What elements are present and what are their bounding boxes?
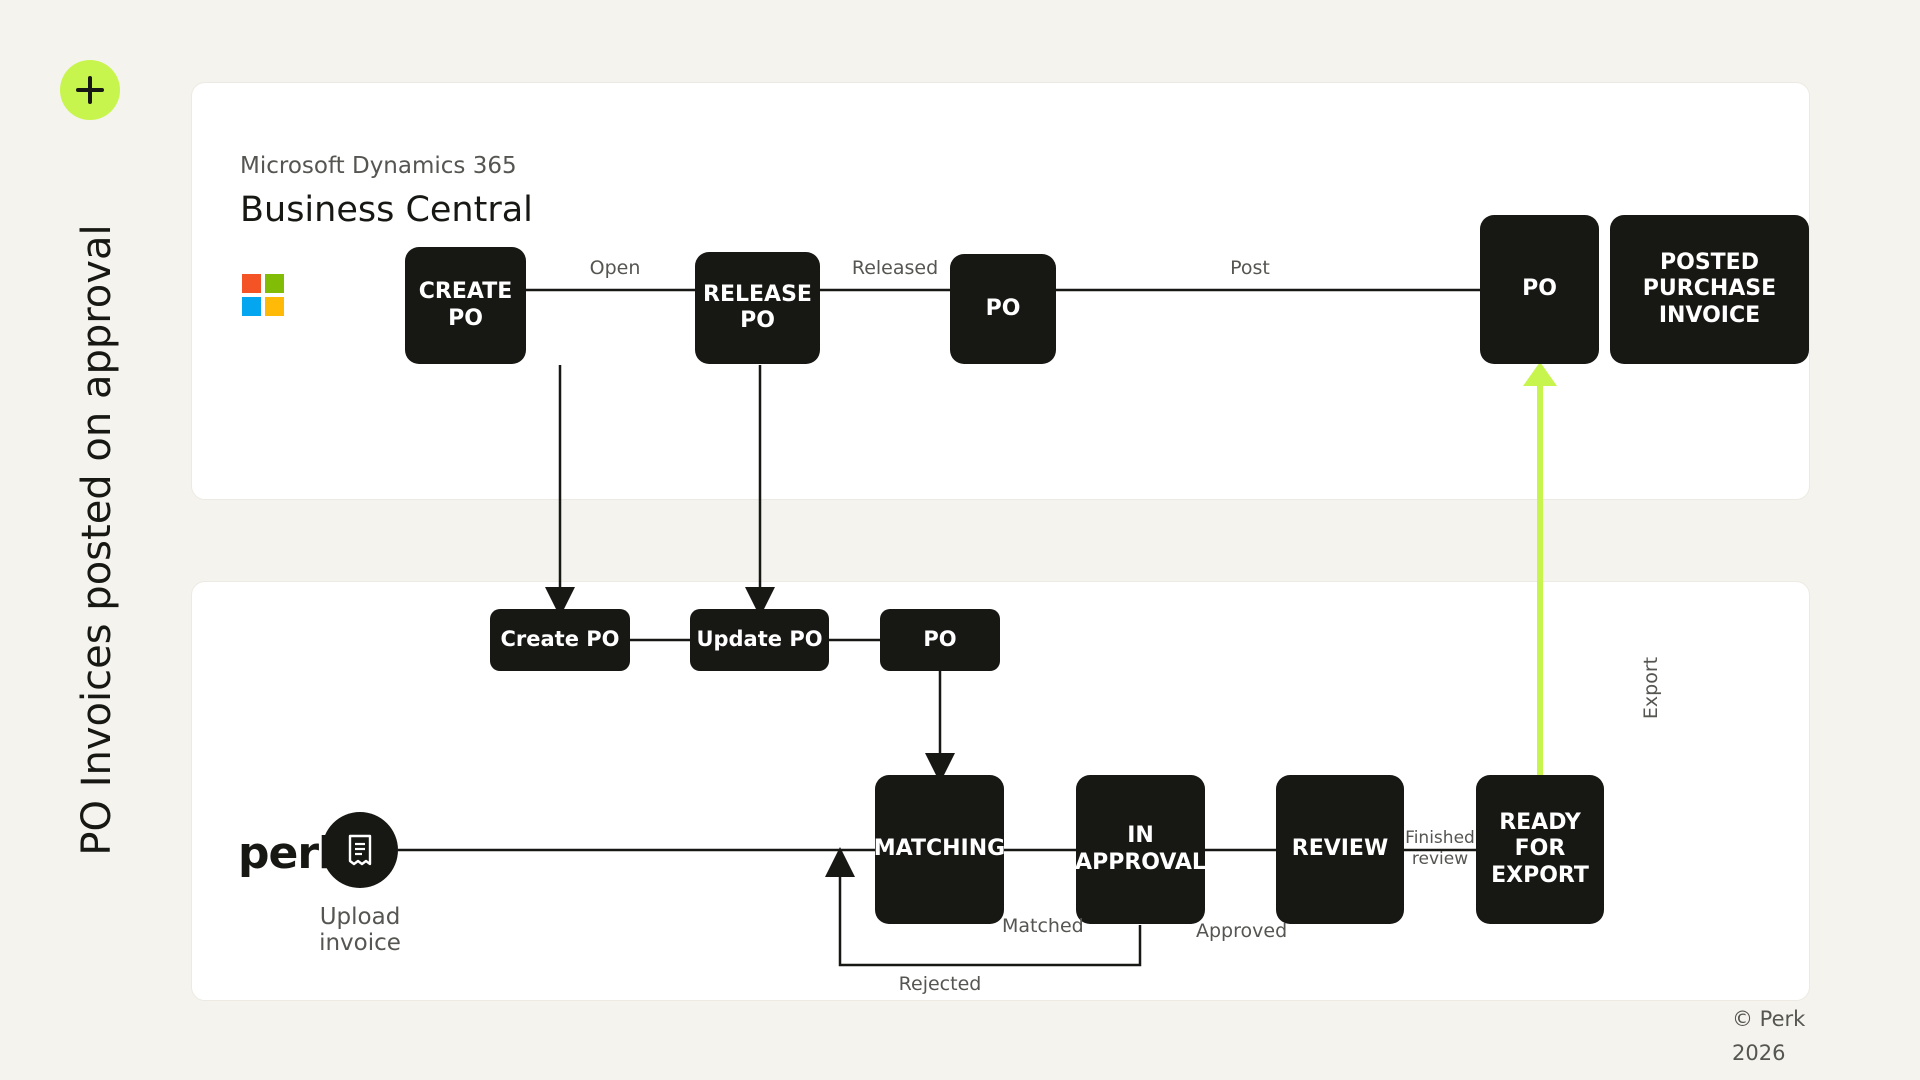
- edge-label-approved: Approved: [1196, 920, 1288, 942]
- upload-invoice-label: Upload invoice: [319, 904, 401, 957]
- edge-label-rejected: Rejected: [898, 973, 982, 995]
- po-final-node[interactable]: PO: [1480, 215, 1599, 364]
- perk-po-node[interactable]: PO: [880, 609, 1000, 671]
- add-button[interactable]: [60, 60, 120, 120]
- po-node[interactable]: PO: [950, 254, 1056, 364]
- bc-subtitle: Microsoft Dynamics 365: [240, 153, 517, 179]
- edge-label-released: Released: [851, 257, 939, 279]
- in-approval-node[interactable]: IN APPROVAL: [1075, 775, 1206, 924]
- bc-title: Business Central: [240, 190, 533, 230]
- upload-invoice-button[interactable]: [322, 812, 398, 888]
- edge-label-post: Post: [1230, 257, 1270, 279]
- create-po-node[interactable]: CREATE PO: [405, 247, 526, 364]
- matching-node[interactable]: MATCHING: [874, 775, 1005, 924]
- receipt-icon: [348, 834, 372, 866]
- copyright: © Perk 2026: [1732, 1007, 1806, 1065]
- release-po-node[interactable]: RELEASE PO: [695, 252, 820, 364]
- edge-label-matched: Matched: [1002, 915, 1084, 937]
- edge-label-open: Open: [589, 257, 641, 279]
- perk-update-po-node[interactable]: Update PO: [690, 609, 829, 671]
- edge-label-finished-review: Finished review: [1405, 828, 1475, 870]
- edge-label-export: Export: [1640, 656, 1663, 720]
- ready-for-export-node[interactable]: READY FOR EXPORT: [1476, 775, 1604, 924]
- review-node[interactable]: REVIEW: [1276, 775, 1404, 924]
- perk-create-po-node[interactable]: Create PO: [490, 609, 630, 671]
- posted-purchase-invoice-node[interactable]: POSTED PURCHASE INVOICE: [1610, 215, 1809, 364]
- microsoft-logo-icon: [242, 274, 284, 316]
